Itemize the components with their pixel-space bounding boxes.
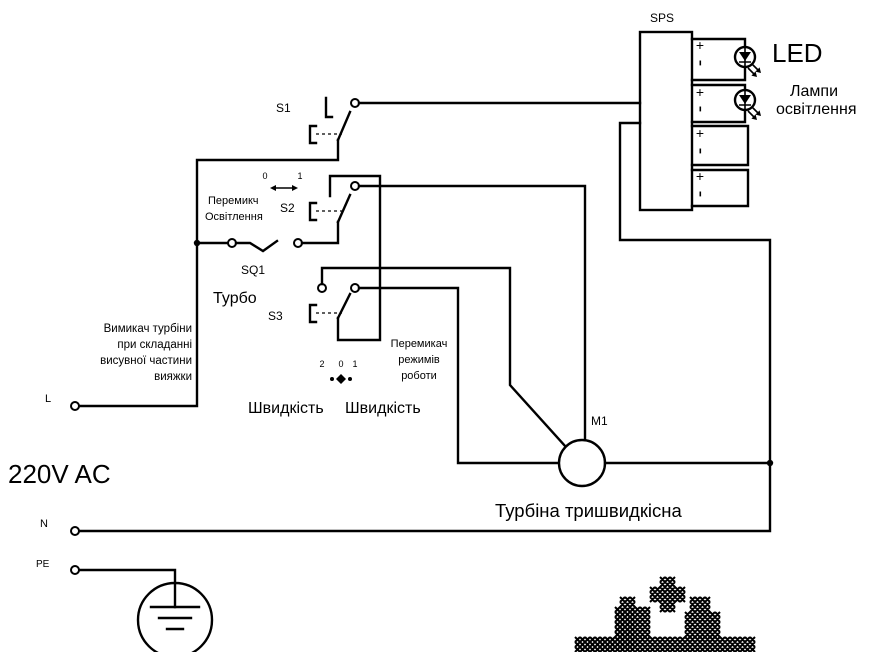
knob-dot-right [348, 377, 352, 381]
led-caption-line1: Лампи [790, 83, 838, 100]
double-arrow-icon [270, 185, 298, 191]
led-1-arrowhead [755, 67, 761, 73]
switch-s2-blade [336, 193, 352, 224]
wire-s2-to-motor-turbo [357, 184, 587, 442]
plus-sign: + [696, 84, 704, 100]
led-2-diode-triangle [739, 95, 751, 104]
sps-output-3-loop [690, 124, 750, 167]
sps-box [638, 30, 694, 212]
led-2 [733, 88, 761, 120]
switch-s3-position-0: 0 [338, 359, 343, 369]
sps-output-4-loop [690, 168, 750, 208]
led-caption-line2: освітлення [776, 101, 857, 118]
double-arrow-head-right [292, 185, 298, 191]
switch-s3-position-2: 2 [319, 359, 324, 369]
switch-s3-caption-line: роботи [401, 370, 437, 382]
led-1-light-arrows [747, 63, 759, 75]
switch-sq1-label: SQ1 [241, 263, 265, 277]
cross-stitch-ornament [574, 576, 756, 652]
motor-m1 [557, 438, 607, 488]
terminal-pe [70, 565, 80, 575]
sps-label: SPS [650, 11, 674, 25]
switch-s3-caption-line: режимів [398, 354, 440, 366]
wire-speed-1-to-motor [357, 286, 561, 465]
switch-s3-label: S3 [268, 309, 283, 323]
ground-circle [136, 581, 214, 652]
sps-output-1-loop [690, 37, 747, 82]
switch-s1 [308, 96, 360, 145]
wire-s2-to-s3-common [328, 174, 382, 342]
switch-s1-label: S1 [276, 101, 291, 115]
wire-protective-earth [77, 568, 177, 609]
minus-sign: - [690, 60, 712, 67]
speed-label-right: Швидкість [345, 400, 421, 417]
knob-diamond [336, 374, 346, 384]
terminal-l-label: L [45, 393, 51, 405]
sq1-note-line: висувної частини [100, 355, 192, 367]
switch-s3-caption-line: Перемикач [391, 338, 448, 350]
switch-s3-actuator [308, 303, 318, 324]
terminal-n-label: N [40, 518, 48, 530]
led-2-arrowhead [751, 114, 757, 120]
wire-neutral [77, 121, 772, 533]
switch-s3-position-1: 1 [352, 359, 357, 369]
minus-sign: - [690, 191, 712, 198]
switch-s3 [308, 283, 360, 324]
led-1-arrowhead [751, 71, 757, 77]
wire-line-l [77, 138, 340, 408]
led-1-diode-triangle [739, 52, 751, 61]
motor-label: M1 [591, 414, 608, 428]
wire-speed-2-to-motor [320, 266, 568, 449]
switch-s2-caption-line1: Перемикч [208, 195, 259, 207]
switch-sq1-blade [234, 239, 279, 253]
switch-s3-blade [336, 292, 352, 320]
led-title: LED [772, 38, 823, 68]
minus-sign: - [690, 148, 712, 155]
rotary-knob-icon [330, 374, 352, 384]
led-2-arrowhead [755, 110, 761, 116]
switch-s2-position-0: 0 [262, 171, 267, 181]
switch-s2-caption-line2: Освітлення [205, 211, 263, 223]
junction-dot [766, 459, 774, 467]
sq1-note-line: при складанні [117, 339, 192, 351]
sq1-note-line: Вимикач турбіни [104, 323, 192, 335]
double-arrow-head-left [270, 185, 276, 191]
wire-sq1-to-s2 [300, 220, 340, 245]
ground-symbol [136, 581, 214, 652]
ground-bars [149, 605, 201, 631]
plus-sign: + [696, 37, 704, 53]
sps-output-2-loop [690, 83, 747, 124]
led-1 [733, 45, 761, 77]
terminal-n [70, 526, 80, 536]
led-2-light-arrows [747, 106, 759, 118]
terminal-l [70, 401, 80, 411]
terminal-pe-label: PE [36, 559, 50, 570]
switch-s2 [308, 181, 360, 224]
minus-sign: - [690, 106, 712, 113]
plus-sign: + [696, 125, 704, 141]
supply-voltage-label: 220V AC [8, 459, 111, 489]
switch-s2-label: S2 [280, 201, 295, 215]
switch-sq1-caption: Турбо [213, 290, 257, 307]
switch-s1-fixed-contact [324, 96, 334, 119]
speed-label-left: Швидкість [248, 400, 324, 417]
knob-dot-left [330, 377, 334, 381]
switch-s1-actuator [308, 124, 318, 145]
motor-caption: Турбіна тришвидкісна [495, 500, 683, 521]
switch-s2-position-1: 1 [297, 171, 302, 181]
switch-s1-blade [336, 110, 352, 142]
sq1-note-line: вияжки [154, 371, 192, 383]
switch-s2-actuator [308, 201, 318, 222]
plus-sign: + [696, 168, 704, 184]
